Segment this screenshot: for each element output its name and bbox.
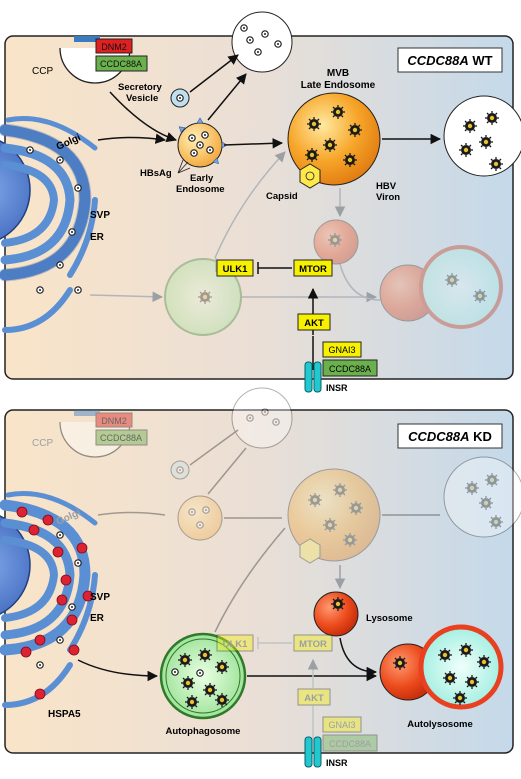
autolysosome-label: Autolysosome [407,719,472,730]
hbv-label-1-wt: HBV [376,181,397,192]
panel-wt-title-gene: CCDC88A [407,53,468,68]
akt-label-kd: AKT [304,693,324,704]
hbv-label-2-wt: Viron [376,192,400,203]
dnm2-badge-wt: DNM2 [95,38,133,54]
hbsag-label-wt: HBsAg [140,168,172,179]
mtor-badge-wt: MTOR [293,259,333,277]
panel-wt-title-box: CCDC88A WT [397,47,503,73]
secretory-label-1-wt: Secretory [118,82,163,93]
mvb-label-2-wt: Late Endosome [301,80,376,91]
clathrin-coated-pit-kd [59,410,148,458]
autophagosome [159,632,247,720]
capsid-label-wt: Capsid [266,191,298,202]
svp-label-wt: SVP [90,210,110,221]
dnm2-label-kd: DNM2 [101,416,127,426]
panel-kd-title-gene: CCDC88A [408,429,469,444]
insr-label-wt: INSR [326,383,348,393]
panel-wt-title-suffix: WT [472,53,492,68]
ccdc88a-label-kd: CCDC88A [100,433,142,443]
lysosome-label: Lysosome [366,613,413,624]
arrows-kd [77,565,378,740]
insr-label-kd: INSR [326,758,348,768]
ghost-lysosome-wt [313,219,359,265]
ccdc88a-badge-wt: CCDC88A [95,55,148,72]
ghost-autolysosome-wt [379,245,503,329]
early-endosome-label-2-wt: Endosome [176,184,225,195]
ccdc88a-bottom-label-wt: CCDC88A [329,364,371,374]
released-virions-wt [443,95,521,177]
early-endosome-wt [176,117,228,168]
hspa5-aggregates [16,506,94,700]
panel-kd-title-suffix: KD [473,429,492,444]
early-endosome-label-1-wt: Early [190,173,214,184]
gnai3-label-wt: GNAI3 [328,345,355,355]
mvb-label-1-wt: MVB [327,68,349,79]
mvb-late-endosome-wt [287,92,381,186]
dnm2-label-wt: DNM2 [101,42,127,52]
ccdc88a-label-wt: CCDC88A [100,59,142,69]
capsid-icon [299,163,321,189]
ulk1-label-wt: ULK1 [223,264,249,275]
hspa5-label: HSPA5 [48,709,81,720]
ccp-label-wt: CCP [32,66,53,77]
ulk1-badge-wt: ULK1 [216,259,254,277]
akt-label-wt: AKT [304,318,324,329]
panel-kd-title-box: CCDC88A KD [397,423,503,449]
gnai3-label-kd: GNAI3 [328,720,355,730]
er-label-wt: ER [90,232,105,243]
panel-kd: CCDC88A KD Golgi SVP ER HSPA5 [0,387,521,768]
secretory-label-2-wt: Vesicle [126,93,158,104]
ccp-label-kd: CCP [32,438,53,449]
released-particles-wt [231,11,293,73]
svg-text:CCDC88A WT: CCDC88A WT [407,53,492,68]
svg-text:CCDC88A KD: CCDC88A KD [408,429,492,444]
er-golgi-complex [0,116,98,333]
autolysosome [379,624,504,710]
er-label-kd: ER [90,613,105,624]
svp-label-kd: SVP [90,592,110,603]
ghost-autophagosome-wt [164,258,242,336]
ccdc88a-bottom-badge-wt: CCDC88A [322,359,378,377]
ccdc88a-bottom-label-kd: CCDC88A [329,739,371,749]
ulk1-label-kd: ULK1 [223,639,249,650]
autophagosome-label: Autophagosome [166,726,241,737]
lysosome-kd [313,591,359,637]
akt-badge-wt: AKT [297,313,331,331]
insr-receptor-icon-wt [304,361,322,393]
mtor-label-wt: MTOR [299,264,327,275]
mtor-label-kd: MTOR [299,639,327,650]
panel-wt: CCDC88A WT Golgi SVP ER CCP [0,11,521,393]
insr-receptor-icon-kd [304,736,322,768]
gnai3-badge-wt: GNAI3 [322,341,362,358]
faded-trafficking-kd [97,387,521,633]
faded-signaling-kd [216,634,378,752]
